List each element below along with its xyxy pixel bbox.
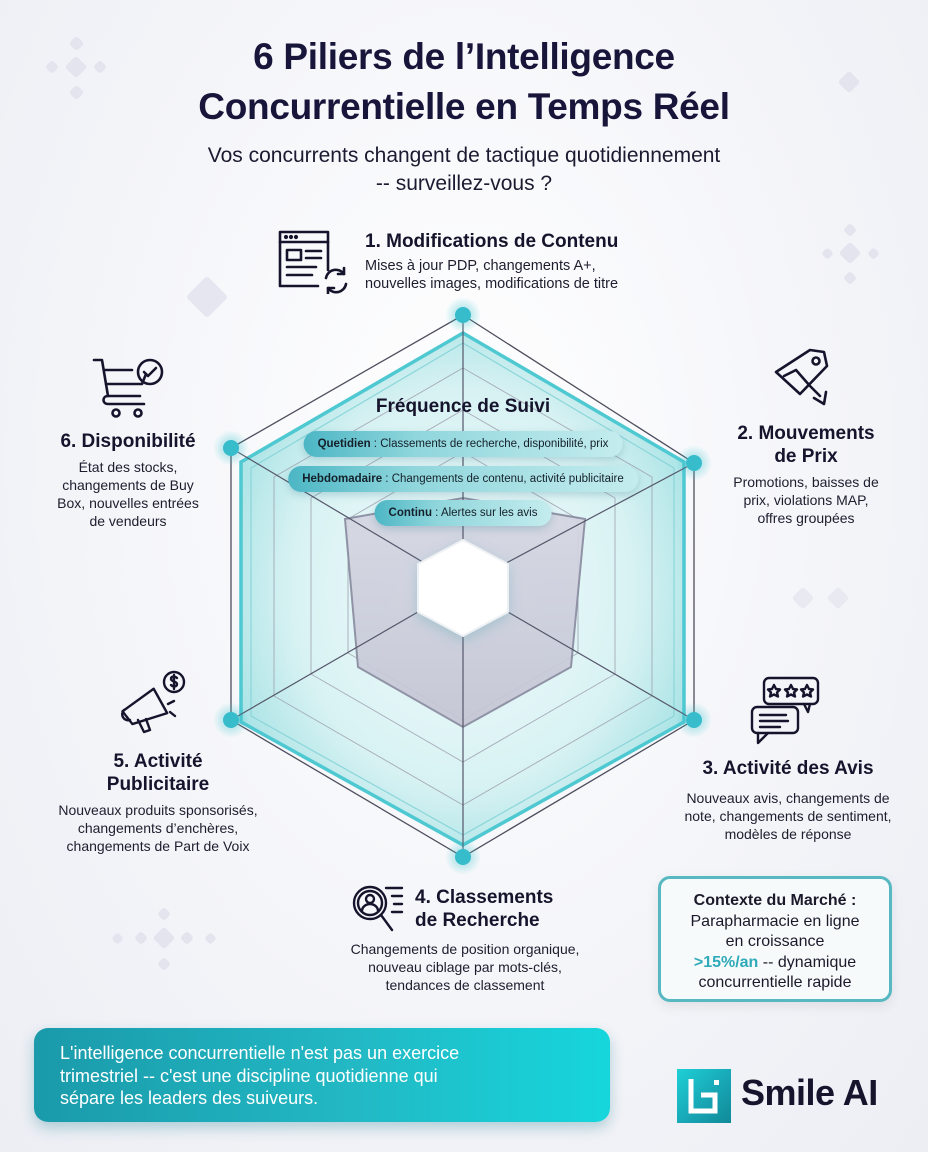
quote-line: sépare les leaders des suiveurs.: [60, 1088, 319, 1108]
page-title: 6 Piliers de l’Intelligence Concurrentie…: [0, 32, 928, 132]
vertex-dots: [213, 297, 712, 875]
pillar-6: 6. Disponibilité État des stocks, change…: [30, 430, 226, 530]
desc-line: note, changements de sentiment,: [684, 808, 892, 824]
title-line: 5. Activité: [113, 751, 203, 772]
frequency-text: Alertes sur les avis: [440, 507, 538, 519]
pillar-1: 1. Modifications de Contenu Mises à jour…: [365, 230, 618, 293]
desc-line: tendances de classement: [385, 977, 545, 993]
context-line: concurrentielle rapide: [698, 974, 852, 991]
separator: :: [431, 507, 441, 519]
context-heading: Contexte du Marché :: [693, 892, 857, 909]
center-hexagon: [417, 539, 509, 637]
desc-line: État des stocks,: [78, 459, 178, 475]
desc-line: changements d’enchères,: [77, 820, 239, 836]
title-line: de Prix: [774, 446, 838, 467]
title-line: 4. Classements: [415, 887, 554, 908]
context-line: Parapharmacie en ligne: [690, 912, 860, 930]
quote-line: L'intelligence concurrentielle n'est pas…: [60, 1043, 460, 1063]
desc-line: Nouveaux produits sponsorisés,: [58, 802, 258, 818]
brand-name: Smile AI: [741, 1072, 878, 1113]
pillar-3: 3. Activité des Avis Nouveaux avis, chan…: [660, 757, 916, 843]
frequency-label: Continu: [388, 507, 432, 519]
pillar-4-title: 4. Classements de Recherche: [415, 886, 553, 932]
desc-line: Box, nouvelles entrées: [57, 495, 199, 511]
pillar-6-title: 6. Disponibilité: [60, 431, 196, 452]
pillar-3-title: 3. Activité des Avis: [702, 758, 874, 779]
subtitle-line-1: Vos concurrents changent de tactique quo…: [207, 144, 721, 167]
desc-line: nouveau ciblage par mots-clés,: [368, 959, 562, 975]
price-tag-down-icon: [770, 346, 842, 412]
pillar-5-title: 5. Activité Publicitaire: [40, 750, 276, 796]
frequency-pill-weekly: Hebdomadaire : Changements de contenu, a…: [288, 466, 638, 492]
title-line: de Recherche: [415, 910, 540, 931]
browser-refresh-icon: [278, 228, 352, 294]
desc-line: Mises à jour PDP, changements A+,: [365, 258, 596, 274]
frequency-title: Fréquence de Suivi: [375, 396, 551, 417]
frequency-label: Hebdomadaire: [302, 473, 383, 485]
context-line: >15%/an -- dynamique: [661, 953, 889, 974]
desc-line: modèles de réponse: [724, 826, 852, 842]
title-line-1: 6 Piliers de l’Intelligence: [253, 36, 675, 77]
desc-line: changements de Buy: [62, 477, 194, 493]
separator: :: [370, 438, 381, 450]
desc-line: Nouveaux avis, changements de: [686, 790, 890, 806]
review-chat-stars-icon: [750, 675, 820, 745]
frequency-pill-daily: Quetidien : Classements de recherche, di…: [303, 431, 623, 457]
desc-line: prix, violations MAP,: [743, 492, 869, 508]
frequency-label: Quetidien: [317, 438, 371, 450]
pillar-2: 2. Mouvements de Prix Promotions, baisse…: [706, 422, 906, 527]
desc-line: Promotions, baisses de: [733, 474, 879, 490]
context-text: -- dynamique: [758, 953, 857, 971]
frequency-text: Classements de recherche, disponibilité,…: [380, 438, 609, 450]
quote-banner: L'intelligence concurrentielle n'est pas…: [34, 1028, 610, 1122]
pillar-5: 5. Activité Publicitaire Nouveaux produi…: [40, 750, 276, 855]
desc-line: Changements de position organique,: [350, 941, 580, 957]
growth-highlight: >15%/an: [693, 953, 759, 971]
megaphone-dollar-icon: [116, 670, 190, 734]
cart-check-icon: [92, 356, 166, 420]
search-user-icon: [350, 884, 406, 936]
pillar-1-title: 1. Modifications de Contenu: [365, 231, 619, 252]
separator: :: [382, 473, 392, 485]
title-line: 2. Mouvements: [737, 423, 875, 444]
desc-line: changements de Part de Voix: [66, 838, 250, 854]
title-line-2: Concurrentielle en Temps Réel: [198, 86, 730, 127]
pillar-1-desc: Mises à jour PDP, changements A+, nouvel…: [365, 257, 618, 293]
pillar-6-desc: État des stocks, changements de Buy Box,…: [30, 458, 226, 530]
desc-line: de vendeurs: [89, 513, 167, 529]
quote-line: trimestriel -- c'est une discipline quot…: [60, 1065, 438, 1086]
pillar-4-desc: Changements de position organique, nouve…: [320, 940, 610, 994]
frequency-pill-continuous: Continu : Alertes sur les avis: [374, 500, 552, 526]
context-line: en croissance: [725, 933, 825, 950]
title-line: Publicitaire: [106, 774, 210, 795]
desc-line: offres groupées: [757, 510, 855, 526]
subtitle-line-2: -- surveillez-vous ?: [375, 172, 553, 195]
pillar-5-desc: Nouveaux produits sponsorisés, changemen…: [40, 801, 276, 855]
market-context-box: Contexte du Marché : Parapharmacie en li…: [658, 876, 892, 1002]
page-subtitle: Vos concurrents changent de tactique quo…: [0, 142, 928, 198]
pillar-3-desc: Nouveaux avis, changements de note, chan…: [660, 789, 916, 843]
frequency-text: Changements de contenu, activité publici…: [391, 473, 624, 485]
pillar-2-title: 2. Mouvements de Prix: [706, 422, 906, 468]
desc-line: nouvelles images, modifications de titre: [365, 276, 619, 292]
brand-logo-mark: [677, 1069, 731, 1123]
pillar-2-desc: Promotions, baisses de prix, violations …: [706, 473, 906, 527]
